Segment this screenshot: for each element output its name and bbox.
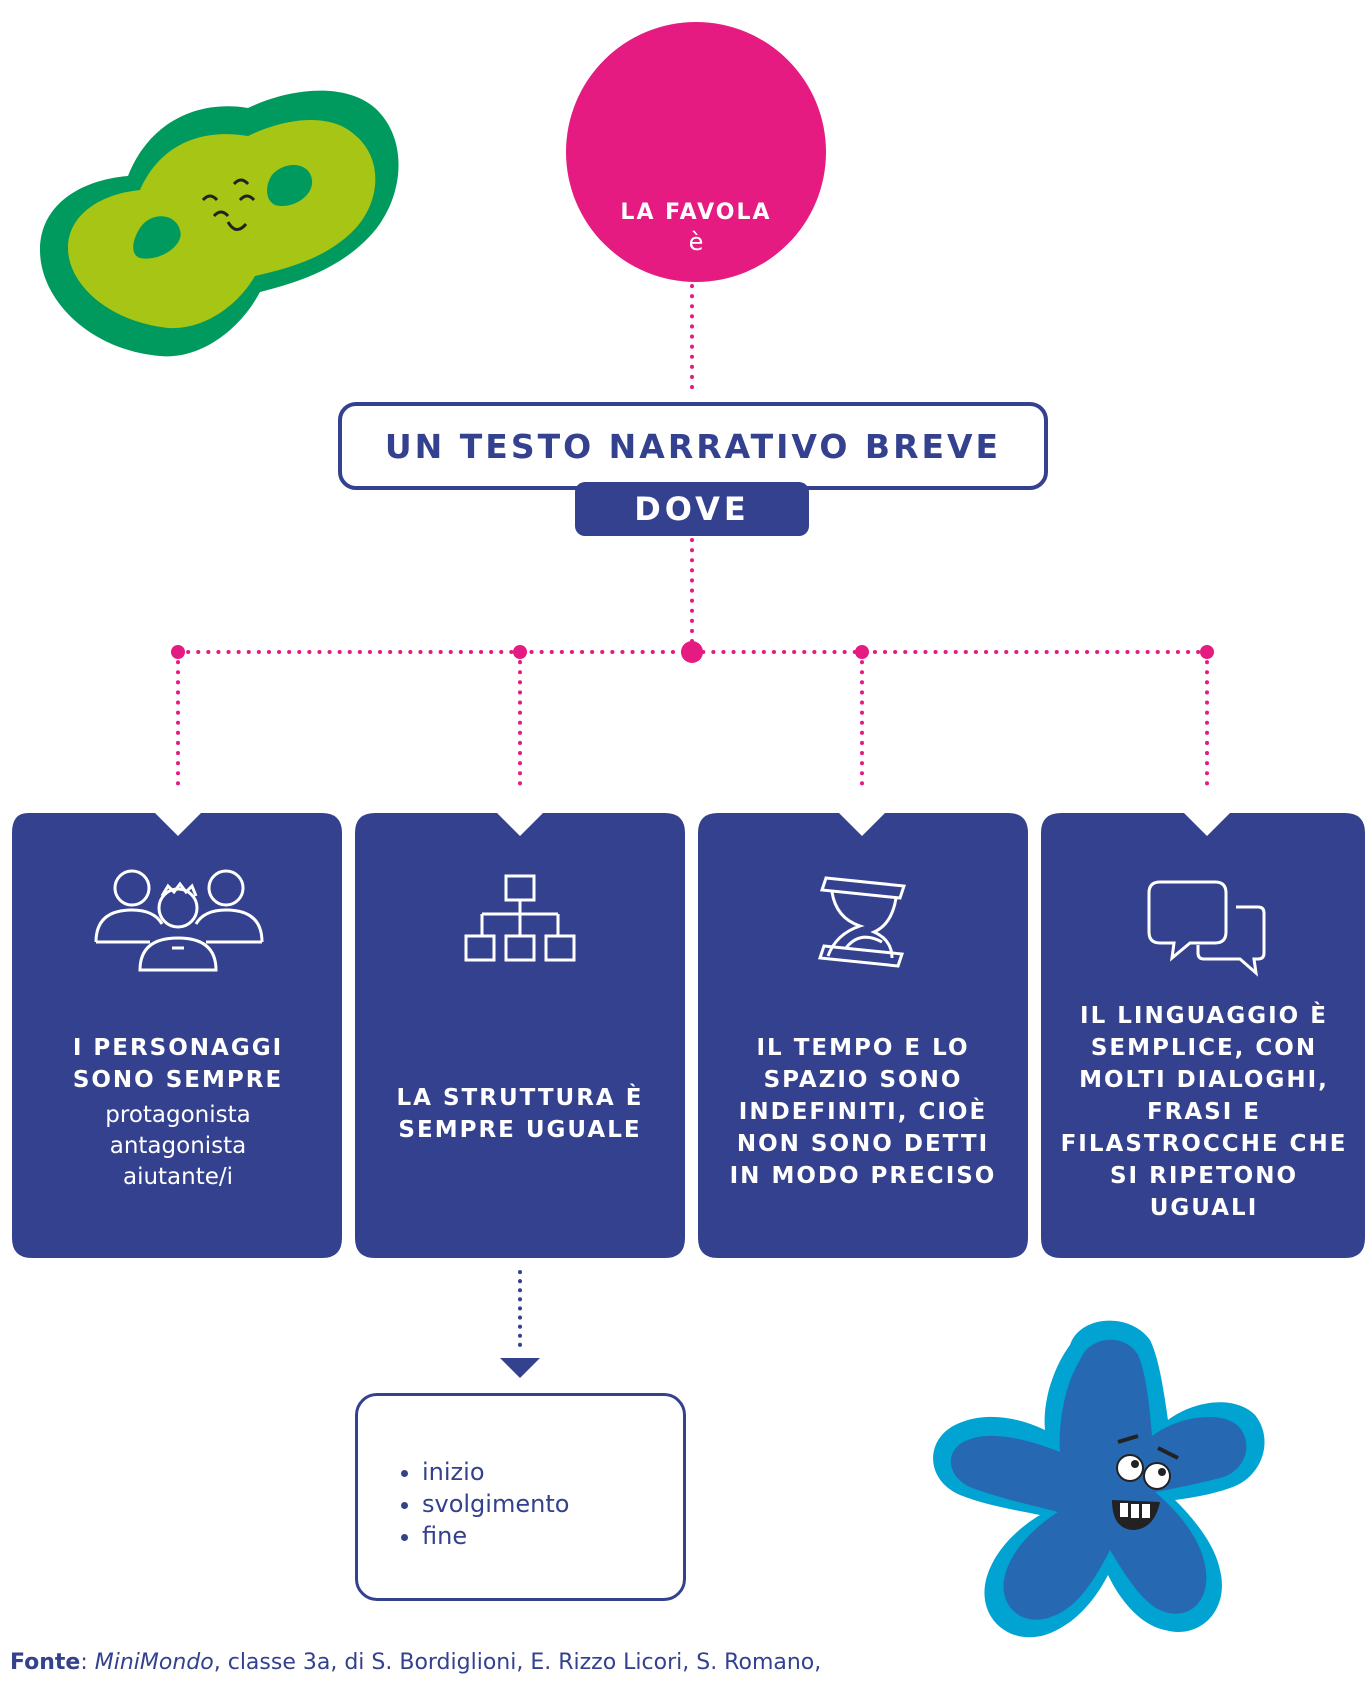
card-time-space-head: IL TEMPO E LO SPAZIO SONO INDEFINITI, CI… [729, 1035, 997, 1189]
structure-arrow [500, 1270, 540, 1378]
connector-label: DOVE [575, 482, 809, 536]
card-characters-item: antagonista [109, 1133, 247, 1159]
connectors [176, 284, 1209, 788]
card-language-head: IL LINGUAGGIO È SEMPLICE, CON MOLTI DIAL… [1060, 1003, 1348, 1221]
top-title: LA FAVOLA [620, 200, 772, 225]
card-structure: LA STRUTTURA È SEMPRE UGUALE [372, 1082, 668, 1146]
top-circle [566, 22, 826, 282]
connector-dots [171, 641, 1214, 663]
main-title: UN TESTO NARRATIVO BREVE [384, 426, 1002, 466]
hourglass-icon [817, 876, 907, 968]
hierarchy-icon [464, 874, 576, 962]
cards-backgrounds [12, 813, 1365, 1258]
structure-item: inizio [422, 1456, 683, 1488]
card-characters-item: protagonista [105, 1102, 251, 1128]
source-title: MiniMondo [94, 1650, 214, 1675]
speech-bubbles-icon [1147, 880, 1266, 977]
structure-list: inizio svolgimento fine [358, 1396, 683, 1552]
source-rest: , classe 3a, di S. Bordiglioni, E. Rizzo… [213, 1650, 822, 1675]
people-icon [94, 869, 264, 972]
source-line: Fonte: MiniMondo, classe 3a, di S. Bordi… [10, 1650, 822, 1675]
card-language: IL LINGUAGGIO È SEMPLICE, CON MOLTI DIAL… [1056, 1000, 1352, 1224]
structure-item: fine [422, 1520, 683, 1552]
card-characters-head: I PERSONAGGI SONO SEMPRE [72, 1035, 284, 1093]
green-mascot [40, 90, 399, 357]
top-subtitle: è [688, 228, 704, 256]
source-label: Fonte [10, 1650, 81, 1675]
structure-item: svolgimento [422, 1488, 683, 1520]
card-structure-head: LA STRUTTURA È SEMPRE UGUALE [396, 1085, 644, 1143]
structure-box: inizio svolgimento fine [355, 1393, 686, 1601]
main-title-box: UN TESTO NARRATIVO BREVE [338, 402, 1048, 490]
card-characters-item: aiutante/i [122, 1164, 234, 1190]
card-characters: I PERSONAGGI SONO SEMPRE protagonista an… [30, 1032, 326, 1193]
connector-label-text: DOVE [634, 490, 750, 528]
card-time-space: IL TEMPO E LO SPAZIO SONO INDEFINITI, CI… [715, 1032, 1011, 1192]
blue-mascot [933, 1320, 1265, 1638]
